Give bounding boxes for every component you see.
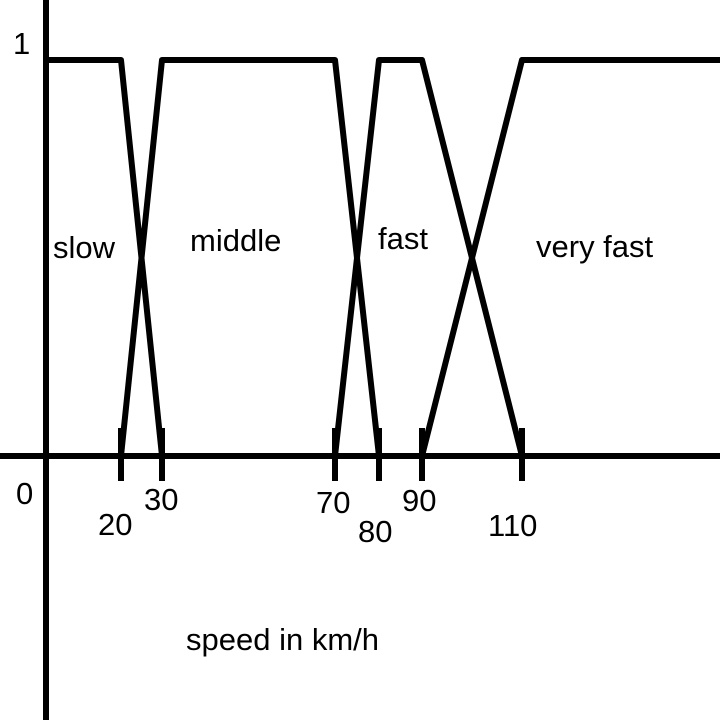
series-label-very-fast: very fast bbox=[536, 229, 654, 264]
series-line-fast bbox=[332, 57, 525, 457]
x-tick-30: 30 bbox=[144, 482, 179, 517]
y-tick-0: 0 bbox=[16, 476, 34, 511]
series-line-slow bbox=[46, 57, 165, 457]
series-line-very-fast bbox=[419, 57, 720, 457]
x-tick-90: 90 bbox=[402, 483, 437, 518]
x-axis-title: speed in km/h bbox=[186, 622, 379, 657]
series-label-slow: slow bbox=[53, 230, 116, 265]
series-label-middle: middle bbox=[190, 223, 282, 258]
x-tick-110: 110 bbox=[488, 508, 538, 543]
x-tick-20: 20 bbox=[98, 507, 133, 542]
x-tick-80: 80 bbox=[358, 514, 393, 549]
series-label-fast: fast bbox=[378, 221, 428, 256]
x-tick-70: 70 bbox=[316, 485, 351, 520]
y-tick-1: 1 bbox=[13, 26, 31, 61]
